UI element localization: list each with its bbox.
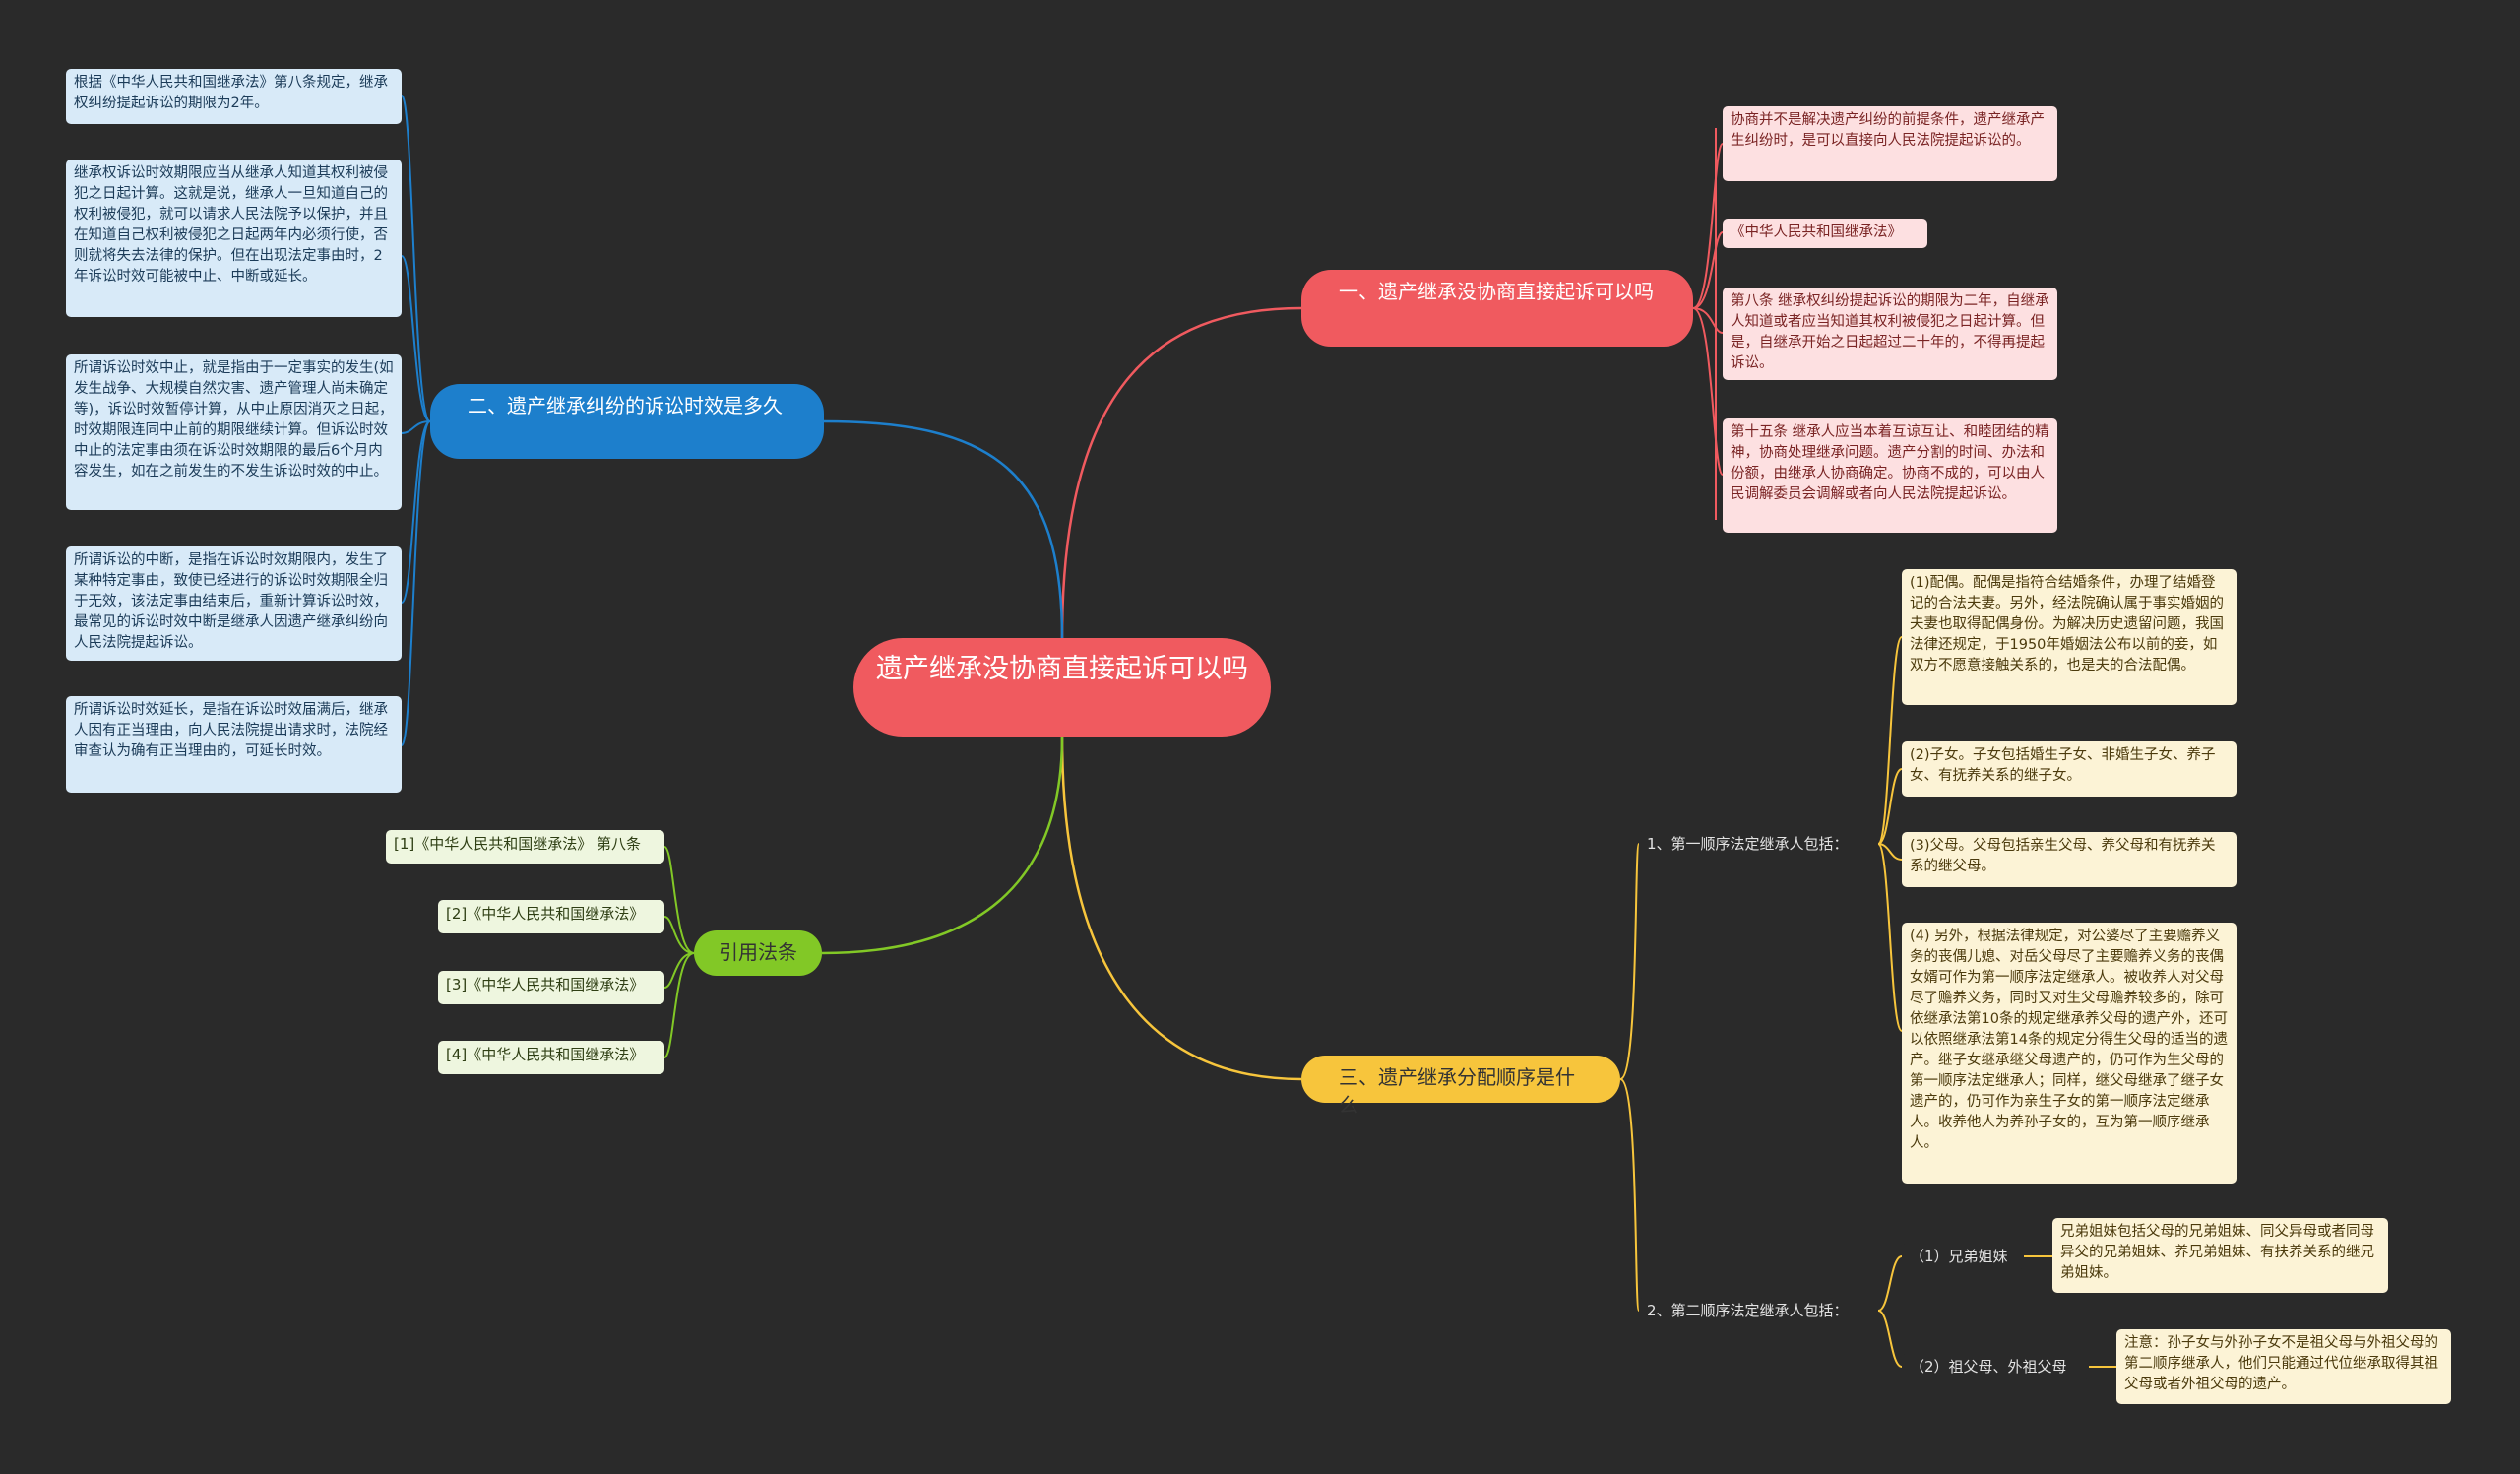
branch-4-topic[interactable]: 引用法条: [694, 930, 822, 976]
b2-item-4[interactable]: 所谓诉讼的中断，是指在诉讼时效期限内，发生了某种特定事由，致使已经进行的诉讼时效…: [66, 546, 402, 661]
b1-item-2[interactable]: 《中华人民共和国继承法》: [1723, 219, 1927, 248]
b2-item-1[interactable]: 根据《中华人民共和国继承法》第八条规定，继承权纠纷提起诉讼的期限为2年。: [66, 69, 402, 124]
b3-siblings-label[interactable]: （1）兄弟姐妹: [1902, 1244, 2024, 1269]
b1-item-1[interactable]: 协商并不是解决遗产纠纷的前提条件，遗产继承产生纠纷时，是可以直接向人民法院提起诉…: [1723, 106, 2057, 181]
branch-3-topic[interactable]: 三、遗产继承分配顺序是什么: [1301, 1056, 1620, 1117]
b4-item-1[interactable]: [1]《中华人民共和国继承法》 第八条: [386, 830, 664, 864]
b3-siblings-detail[interactable]: 兄弟姐妹包括父母的兄弟姐妹、同父异母或者同母异父的兄弟姐妹、养兄弟姐妹、有扶养关…: [2052, 1218, 2388, 1293]
link-root-b3: [1060, 736, 1302, 1081]
b4-item-3[interactable]: [3]《中华人民共和国继承法》: [438, 971, 664, 1004]
link-root-b2: [823, 419, 1064, 639]
link-root-b4: [821, 736, 1064, 955]
b2-item-2[interactable]: 继承权诉讼时效期限应当从继承人知道其权利被侵犯之日起计算。这就是说，继承人一旦知…: [66, 160, 402, 317]
b3-grandparents-detail[interactable]: 注意：孙子女与外孙子女不是祖父母与外祖父母的第二顺序继承人，他们只能通过代位继承…: [2116, 1329, 2451, 1404]
root-topic[interactable]: 遗产继承没协商直接起诉可以吗: [853, 638, 1271, 737]
b3-first-item-2[interactable]: (2)子女。子女包括婚生子女、非婚生子女、养子女、有抚养关系的继子女。: [1902, 741, 2236, 797]
b3-first-item-4[interactable]: (4) 另外，根据法律规定，对公婆尽了主要赡养义务的丧偶儿媳、对岳父母尽了主要赡…: [1902, 923, 2236, 1184]
branch-1-topic[interactable]: 一、遗产继承没协商直接起诉可以吗: [1301, 270, 1693, 347]
b3-first-item-3[interactable]: (3)父母。父母包括亲生父母、养父母和有抚养关系的继父母。: [1902, 832, 2236, 887]
b4-item-2[interactable]: [2]《中华人民共和国继承法》: [438, 900, 664, 933]
b3-first-item-1[interactable]: (1)配偶。配偶是指符合结婚条件，办理了结婚登记的合法夫妻。另外，经法院确认属于…: [1902, 569, 2236, 705]
b3-second-order-label[interactable]: 2、第二顺序法定继承人包括：: [1639, 1298, 1878, 1323]
b3-first-order-label[interactable]: 1、第一顺序法定继承人包括：: [1639, 831, 1878, 857]
b1-item-3[interactable]: 第八条 继承权纠纷提起诉讼的期限为二年，自继承人知道或者应当知道其权利被侵犯之日…: [1723, 288, 2057, 380]
link-root-b1: [1060, 306, 1302, 639]
b2-item-5[interactable]: 所谓诉讼时效延长，是指在诉讼时效届满后，继承人因有正当理由，向人民法院提出请求时…: [66, 696, 402, 793]
b4-item-4[interactable]: [4]《中华人民共和国继承法》: [438, 1041, 664, 1074]
b3-grandparents-label[interactable]: （2）祖父母、外祖父母: [1902, 1354, 2089, 1379]
branch-2-topic[interactable]: 二、遗产继承纠纷的诉讼时效是多久: [430, 384, 824, 459]
b1-item-4[interactable]: 第十五条 继承人应当本着互谅互让、和睦团结的精神，协商处理继承问题。遗产分割的时…: [1723, 418, 2057, 533]
b2-item-3[interactable]: 所谓诉讼时效中止，就是指由于一定事实的发生(如发生战争、大规模自然灾害、遗产管理…: [66, 354, 402, 510]
